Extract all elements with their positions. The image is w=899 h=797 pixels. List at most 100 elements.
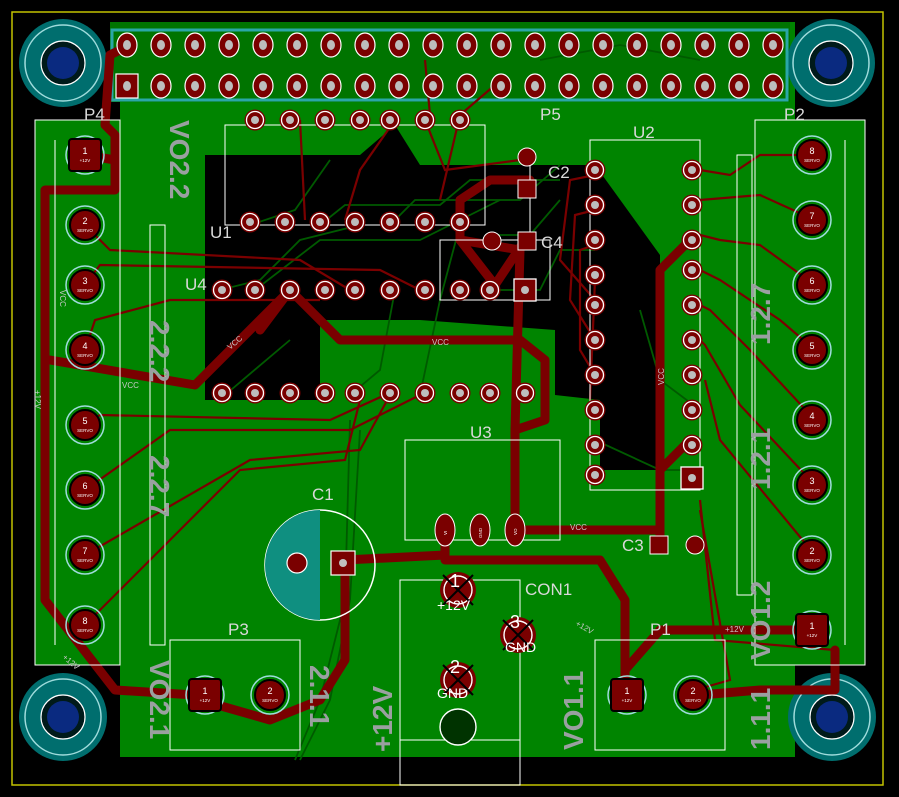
u2-right-pin	[680, 466, 704, 490]
terminal-pad-sublabel: SERVO	[804, 488, 820, 493]
p5-pin-bottom	[728, 73, 750, 99]
u2-left-pin	[584, 434, 606, 456]
p5-pin-bottom	[626, 73, 648, 99]
ver-bottom-2: +12V	[367, 686, 398, 752]
con1-pin2-label: GND	[437, 685, 468, 701]
u1-top-pin	[349, 109, 371, 131]
p5-pin-top	[694, 32, 716, 58]
terminal-pad-number: 6	[82, 481, 87, 491]
net-vcc-left-bottom: VCC	[122, 381, 139, 390]
p5-pin-bottom	[252, 73, 274, 99]
con1-pin1: 1	[450, 571, 460, 591]
terminal-pad-sublabel: +12V	[807, 633, 818, 638]
p5-pin-bottom	[422, 73, 444, 99]
ref-p1: P1	[650, 620, 671, 639]
ver-left-mid: 2.2.2	[144, 320, 175, 382]
u4-bottom-pin	[279, 382, 301, 404]
ver-left-mid2: 2.2.7	[144, 455, 175, 517]
u3-vo-label: VO	[513, 528, 518, 535]
p5-pin-top	[252, 32, 274, 58]
terminal-pad-number: 1	[82, 146, 87, 156]
p5-pin-top	[626, 32, 648, 58]
u1-bottom-pin	[379, 211, 401, 233]
ver-bottom-1: 2.1.1	[304, 665, 335, 727]
terminal-pad-number: 7	[809, 211, 814, 221]
u4-top-pin	[211, 279, 233, 301]
u1-top-pin	[414, 109, 436, 131]
u2-right-pin	[681, 194, 703, 216]
terminal-pads: 1+12V2SERVO3SERVO4SERVO5SERVO6SERVO7SERV…	[65, 135, 832, 715]
terminal-pad-sublabel: +12V	[622, 698, 633, 703]
u4-bottom-pin	[344, 382, 366, 404]
net-vcc-mid: VCC	[432, 338, 449, 347]
keepout-area	[205, 125, 660, 470]
u2-left-pin	[584, 399, 606, 421]
u2-left-pin	[584, 294, 606, 316]
ref-p4: P4	[84, 105, 105, 124]
p5-pin-bottom	[694, 73, 716, 99]
terminal-pad-number: 2	[82, 216, 87, 226]
p5-pin-top	[728, 32, 750, 58]
small-capacitors	[482, 147, 705, 555]
p5-pin-top	[354, 32, 376, 58]
terminal-pad-sublabel: +12V	[200, 698, 211, 703]
p5-pin-top	[116, 32, 138, 58]
terminal-pad-number: 2	[267, 686, 272, 696]
terminal-pad-sublabel: SERVO	[262, 698, 278, 703]
p5-pin-top	[286, 32, 308, 58]
u4-bottom-pin	[414, 382, 436, 404]
u4-bottom-pin	[514, 382, 536, 404]
u1-bottom-pin	[309, 211, 331, 233]
u2-right-pin	[681, 229, 703, 251]
terminal-pad-sublabel: SERVO	[804, 288, 820, 293]
con1-pin1-label: +12V	[437, 597, 471, 613]
terminal-pad-sublabel: SERVO	[804, 558, 820, 563]
regulator-u3-pins: VI GND VO	[434, 513, 526, 547]
u4-bottom-pin	[211, 382, 233, 404]
u4-top-pin	[344, 279, 366, 301]
p5-pin-top	[150, 32, 172, 58]
p5-pin-bottom	[354, 73, 376, 99]
ver-right-bottom: 1.1.1	[745, 688, 776, 750]
terminal-pad-sublabel: +12V	[80, 158, 91, 163]
p5-pin-top	[762, 32, 784, 58]
p5-pin-bottom	[456, 73, 478, 99]
terminal-pad-number: 7	[82, 546, 87, 556]
ref-p3: P3	[228, 620, 249, 639]
u2-right-pin	[681, 434, 703, 456]
u2-right-pin	[681, 294, 703, 316]
u4-top-pin	[314, 279, 336, 301]
terminal-pad-number: 8	[82, 616, 87, 626]
u2-left-pin	[584, 194, 606, 216]
u4-top-pin	[279, 279, 301, 301]
terminal-pad-number: 2	[690, 686, 695, 696]
p5-pin-bottom	[184, 73, 206, 99]
p5-pin-top	[184, 32, 206, 58]
net-vcc-left: VCC	[58, 290, 67, 307]
p5-pin-top	[320, 32, 342, 58]
u3-vi-label: VI	[443, 531, 448, 535]
ref-u1: U1	[210, 223, 232, 242]
terminal-pad-number: 3	[809, 476, 814, 486]
terminal-pad: 1+12V	[792, 610, 832, 650]
u1-bottom-pin	[274, 211, 296, 233]
terminal-pad: 1+12V	[607, 675, 647, 715]
terminal-pad-sublabel: SERVO	[77, 558, 93, 563]
p5-pin-bottom	[388, 73, 410, 99]
u2-right-pin	[681, 259, 703, 281]
u1-top-pin	[279, 109, 301, 131]
p5-pin-top	[218, 32, 240, 58]
terminal-pad-sublabel: SERVO	[804, 423, 820, 428]
terminal-pad-sublabel: SERVO	[77, 353, 93, 358]
u2-left-pin	[584, 159, 606, 181]
terminal-pad-sublabel: SERVO	[77, 493, 93, 498]
ic-pins	[211, 109, 704, 490]
